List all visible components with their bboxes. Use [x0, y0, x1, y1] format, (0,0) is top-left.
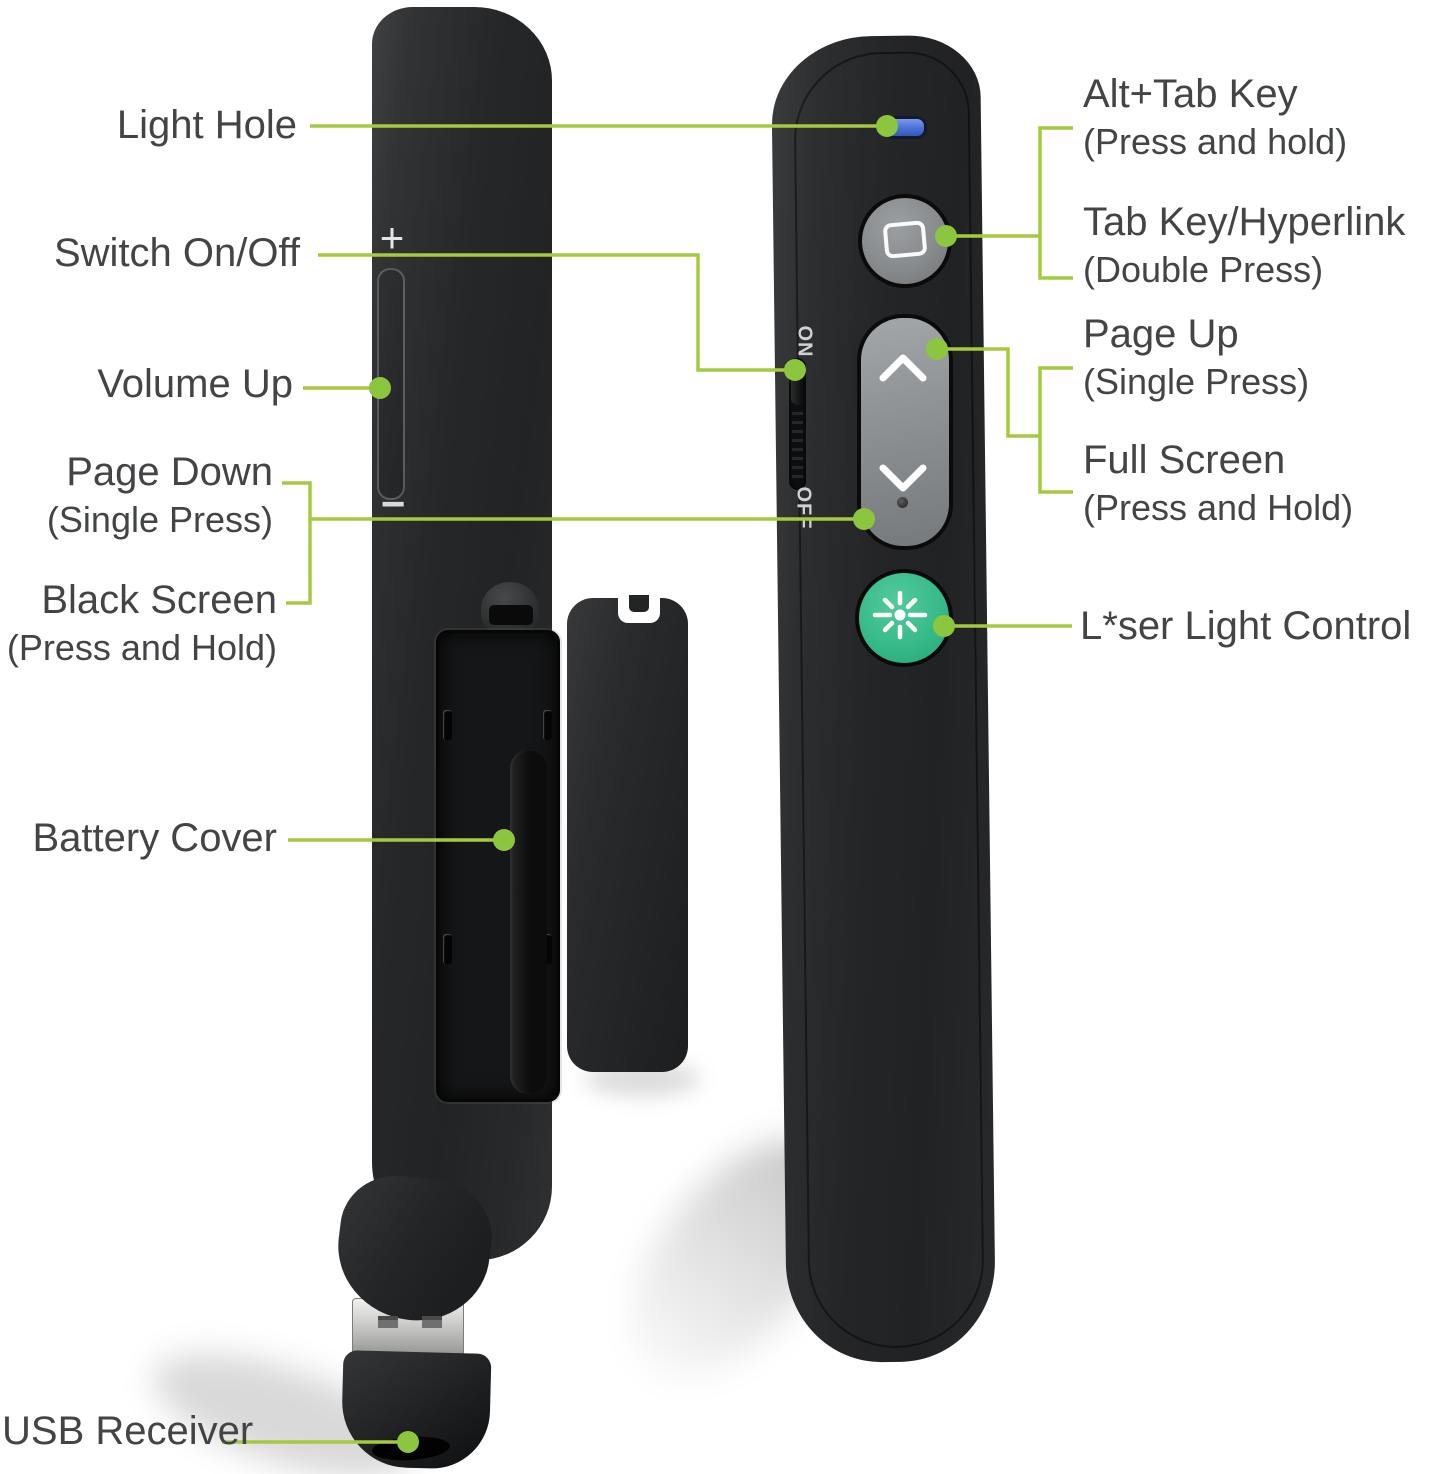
dot-tab-button [935, 225, 957, 247]
dot-page-up [926, 338, 948, 360]
label-volume-up: Volume Up [97, 362, 293, 406]
battery-clip-slot [543, 934, 552, 964]
label-black-screen: Black Screen (Press and Hold) [7, 576, 277, 670]
label-page-up-title: Page Up [1083, 312, 1239, 356]
dot-laser [933, 615, 955, 637]
battery-channel [510, 750, 547, 1094]
label-black-screen-sub: (Press and Hold) [6, 626, 277, 668]
bracket-alt-tab [1038, 126, 1073, 280]
leader-switch-on-off [318, 253, 795, 372]
label-page-down-sub: (Single Press) [46, 498, 273, 540]
on-off-switch-ribs [792, 412, 803, 482]
label-laser-light-control: L*ser Light Control [1080, 604, 1412, 648]
label-alt-tab-title: Alt+Tab Key [1083, 72, 1298, 116]
leader-page-up [937, 347, 1040, 438]
dot-page-down [853, 508, 875, 530]
battery-clip-slot [443, 934, 452, 964]
label-page-up: Page Up (Single Press) [1083, 310, 1309, 404]
usb-connector-slot [422, 1316, 442, 1328]
label-alt-tab-key: Alt+Tab Key (Press and hold) [1083, 70, 1347, 164]
label-black-screen-title: Black Screen [41, 578, 277, 622]
dot-volume-up [369, 377, 391, 399]
label-switch-on-off: Switch On/Off [53, 231, 300, 275]
dot-usb-receiver [397, 1431, 419, 1453]
label-full-screen-sub: (Press and Hold) [1083, 486, 1354, 528]
label-tab-key-sub: (Double Press) [1083, 248, 1324, 290]
usb-connector-slot [378, 1316, 398, 1328]
rocker-indicator-dot [897, 497, 908, 508]
battery-cover-piece [567, 598, 688, 1072]
battery-clip-slot [543, 710, 552, 740]
label-full-screen-title: Full Screen [1083, 438, 1286, 482]
battery-clip-slot [443, 710, 452, 740]
label-tab-key-hyperlink: Tab Key/Hyperlink (Double Press) [1083, 198, 1405, 292]
battery-cover-clip-tab [629, 595, 649, 612]
bracket-page-down-black-screen [282, 481, 312, 605]
label-alt-tab-sub: (Press and hold) [1083, 120, 1348, 162]
label-page-down: Page Down (Single Press) [47, 448, 273, 542]
dot-light-hole [876, 115, 898, 137]
label-full-screen: Full Screen (Press and Hold) [1083, 436, 1353, 530]
label-page-down-title: Page Down [66, 450, 273, 494]
battery-cover-latch-slot [489, 605, 533, 625]
dot-switch [784, 359, 806, 381]
label-page-up-sub: (Single Press) [1083, 360, 1310, 402]
dot-battery-cover [493, 829, 515, 851]
starburst-icon [872, 590, 928, 640]
chevron-up-icon [879, 354, 927, 382]
volume-plus-mark: + [379, 214, 405, 261]
bracket-page-up-full-screen [1038, 366, 1073, 494]
label-light-hole: Light Hole [116, 103, 297, 147]
label-battery-cover: Battery Cover [32, 816, 277, 860]
chevron-down-icon [879, 464, 927, 492]
label-usb-receiver: USB Receiver [2, 1409, 254, 1453]
label-tab-key-title: Tab Key/Hyperlink [1083, 200, 1406, 244]
